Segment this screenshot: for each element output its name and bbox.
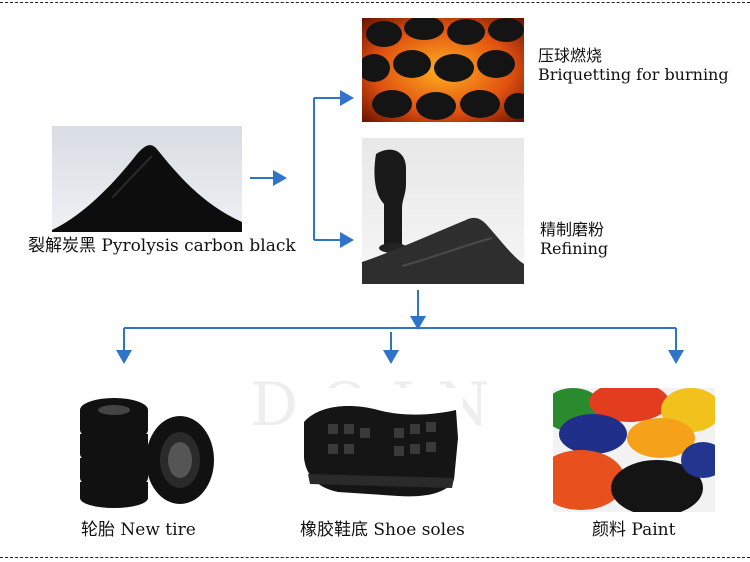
branch-refining-en: Refining bbox=[540, 239, 609, 258]
source-caption: 裂解炭黑 Pyrolysis carbon black bbox=[28, 236, 296, 256]
arrowhead-refining bbox=[340, 232, 354, 248]
top-dashed-border bbox=[0, 2, 750, 3]
tires-image bbox=[62, 388, 224, 512]
product-shoe-en: Shoe soles bbox=[373, 520, 465, 540]
product-tire-cn: 轮胎 bbox=[81, 520, 115, 540]
arrowhead-briquetting bbox=[340, 90, 354, 106]
product-tire-en: New tire bbox=[120, 520, 196, 540]
arrowhead-tire bbox=[116, 350, 132, 364]
arrowhead-source bbox=[273, 170, 287, 186]
product-paint-cn: 颜料 bbox=[592, 520, 626, 540]
arrowhead-down-main bbox=[410, 316, 426, 330]
carbon-black-pile-image bbox=[52, 126, 242, 232]
product-paint-caption: 颜料 Paint bbox=[592, 520, 675, 540]
refined-powder-image bbox=[362, 138, 524, 284]
branch-briquetting-cn: 压球燃烧 bbox=[538, 46, 603, 65]
source-label-en: Pyrolysis carbon black bbox=[101, 236, 296, 256]
bottom-dashed-border bbox=[0, 557, 750, 558]
arrowhead-paint bbox=[668, 350, 684, 364]
product-tire-caption: 轮胎 New tire bbox=[81, 520, 196, 540]
paint-pigments-image bbox=[553, 388, 715, 512]
arrowhead-shoe bbox=[383, 350, 399, 364]
branch-refining-cn: 精制磨粉 bbox=[540, 220, 605, 239]
product-shoe-caption: 橡胶鞋底 Shoe soles bbox=[300, 520, 465, 540]
branch-briquetting-en: Briquetting for burning bbox=[538, 65, 729, 84]
product-shoe-cn: 橡胶鞋底 bbox=[300, 520, 368, 540]
branch-briquetting-caption: 压球燃烧 Briquetting for burning bbox=[538, 46, 729, 84]
product-paint-en: Paint bbox=[631, 520, 676, 540]
burning-briquettes-image bbox=[362, 18, 524, 122]
shoe-sole-image bbox=[298, 388, 463, 512]
branch-refining-caption: 精制磨粉 Refining bbox=[540, 220, 608, 258]
source-label-cn: 裂解炭黑 bbox=[28, 236, 96, 256]
